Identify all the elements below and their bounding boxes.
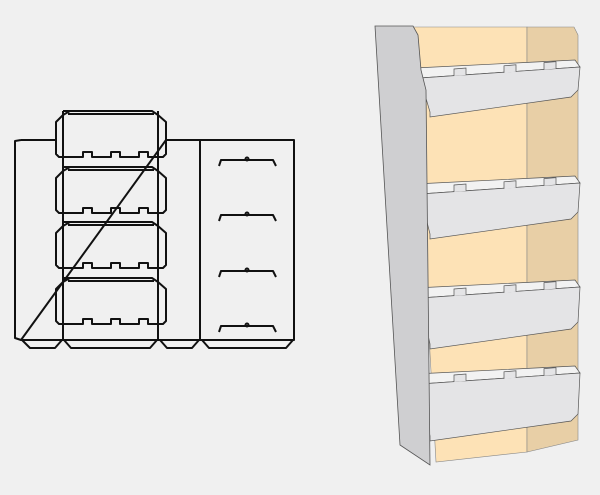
shelf-panels <box>55 110 167 325</box>
shelf-front-lip <box>419 286 581 350</box>
shelf-tab <box>543 61 557 70</box>
hook-hole <box>244 322 250 328</box>
shelf-front-lip <box>419 66 581 118</box>
shelf-tab <box>543 367 557 376</box>
hook-hole <box>244 267 250 273</box>
shelf-tab <box>503 284 517 293</box>
shelf-tab <box>543 177 557 186</box>
hook-hole <box>244 156 250 162</box>
side-panel <box>374 25 431 466</box>
shelf-panel <box>55 221 167 269</box>
shelf-tab <box>453 373 467 382</box>
shelf-panel <box>55 110 167 158</box>
shelf-tab <box>453 287 467 296</box>
hook-hole <box>244 211 250 217</box>
shelf-tab <box>453 67 467 76</box>
shelf-panel <box>55 166 167 214</box>
shelf-tab <box>543 281 557 290</box>
shelf-panel <box>55 277 167 325</box>
shelf-tab <box>503 370 517 379</box>
shelf-tab <box>453 183 467 192</box>
shelves-3d <box>414 59 581 442</box>
shelf-tab <box>503 180 517 189</box>
hook-slots <box>218 156 277 333</box>
shelf-tab <box>503 64 517 73</box>
shelf-front-lip <box>419 182 581 240</box>
